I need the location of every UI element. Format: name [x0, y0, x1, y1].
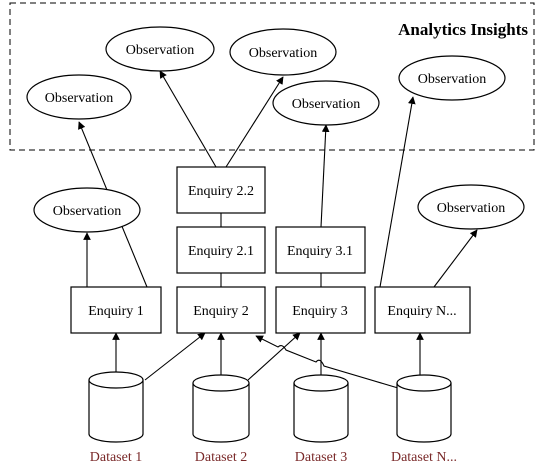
enquiry-1-box: Enquiry 1 [70, 286, 162, 334]
observation-label: Observation [249, 46, 317, 61]
enquiry-2-2-label: Enquiry 2.2 [188, 184, 254, 199]
dataset-1-label: Dataset 1 [90, 450, 142, 465]
edges [78, 70, 478, 389]
observation-node: Observation [398, 55, 506, 101]
dataset-1-cylinder: Dataset 1 [88, 371, 144, 465]
enquiry-2-box: Enquiry 2 [176, 286, 266, 334]
enquiry-n-box: Enquiry N... [374, 286, 471, 334]
enquiry-2-label: Enquiry 2 [193, 304, 249, 319]
enquiry-3-box: Enquiry 3 [275, 286, 366, 334]
observation-label: Observation [45, 91, 113, 106]
observation-node: Observation [26, 74, 132, 120]
analytics-insights-region [9, 2, 535, 151]
enquiry-n-label: Enquiry N... [387, 304, 456, 319]
dataset-n-cylinder: Dataset N... [391, 374, 457, 465]
enquiry-1-label: Enquiry 1 [88, 304, 144, 319]
observation-node: Observation [272, 80, 380, 126]
observation-label: Observation [437, 201, 505, 216]
dataset-n-label: Dataset N... [391, 450, 457, 465]
observation-node: Observation [105, 26, 215, 72]
edge-enquiry22-obs3 [225, 76, 284, 168]
enquiry-2-2-box: Enquiry 2.2 [176, 166, 266, 214]
observation-node: Observation [417, 184, 525, 230]
edge-enquiry31-obs5 [320, 124, 330, 228]
observation-node: Observation [33, 187, 141, 233]
dataset-2-cylinder: Dataset 2 [192, 374, 250, 465]
enquiry-3-1-box: Enquiry 3.1 [275, 226, 366, 274]
edge-dataset2-enquiry3 [247, 332, 301, 381]
dataset-3-label: Dataset 3 [295, 450, 347, 465]
dataset-2-label: Dataset 2 [195, 450, 247, 465]
edge-enquiryN-obs6 [379, 96, 416, 288]
edge-enquiry22-obs2 [159, 70, 217, 168]
edge-dataset1-enquiry2 [144, 332, 206, 381]
observation-label: Observation [126, 43, 194, 58]
observation-label: Observation [53, 204, 121, 219]
enquiry-2-1-label: Enquiry 2.1 [188, 244, 254, 259]
edge-enquiryN-obs7 [433, 229, 478, 288]
observation-label: Observation [292, 97, 360, 112]
dataset-3-cylinder: Dataset 3 [293, 374, 349, 465]
enquiry-3-label: Enquiry 3 [292, 304, 348, 319]
edge-datasetN-enquiry2 [255, 335, 399, 389]
region-title: Analytics Insights [398, 20, 528, 39]
observation-label: Observation [418, 72, 486, 87]
enquiry-3-1-label: Enquiry 3.1 [287, 244, 353, 259]
enquiry-2-1-box: Enquiry 2.1 [176, 226, 266, 274]
observation-node: Observation [229, 28, 337, 76]
